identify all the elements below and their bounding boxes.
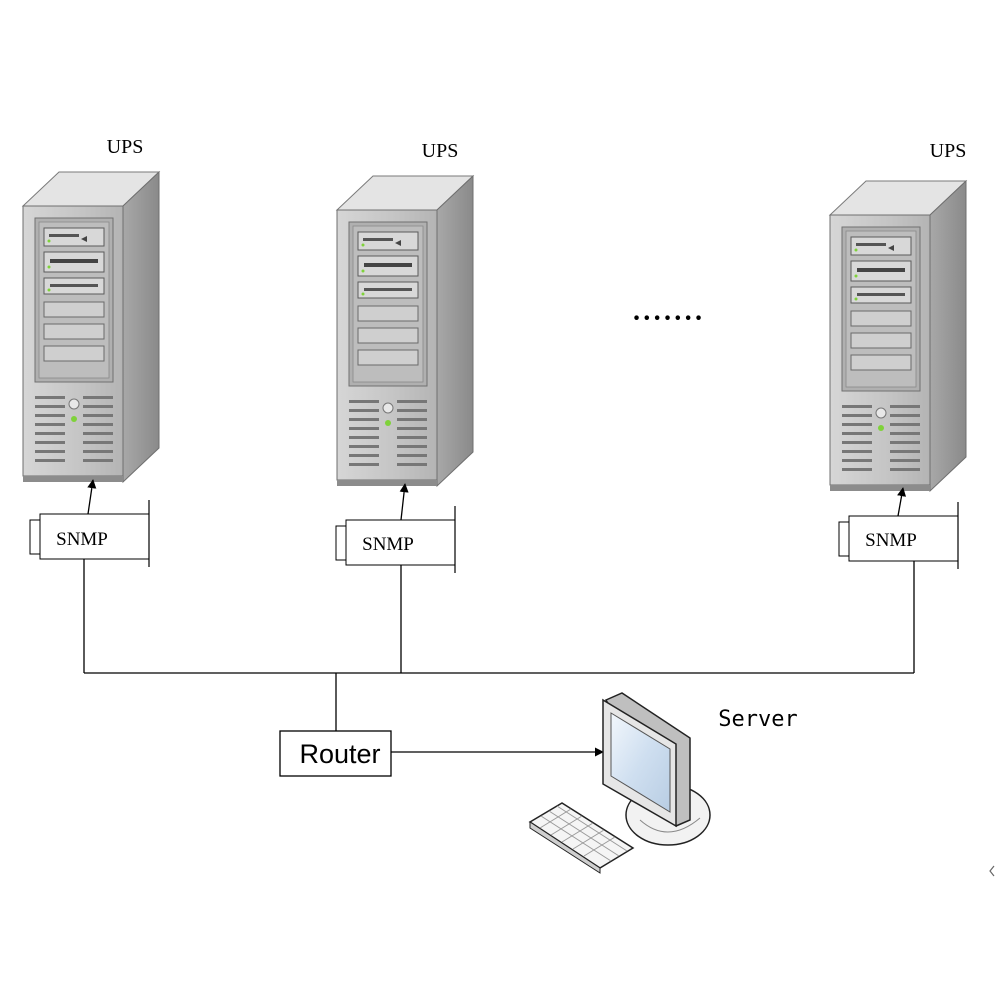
snmp-label: SNMP	[362, 534, 414, 555]
chevron-left-icon	[989, 865, 995, 877]
snmp-to-ups-arrow	[897, 487, 907, 517]
tower-label: UPS	[422, 140, 459, 162]
ups-tower-2: UPS	[336, 140, 474, 487]
server-tower-icon	[336, 175, 474, 487]
snmp-module-3: SNMP	[838, 502, 959, 569]
network-bus	[83, 559, 915, 731]
server-tower-icon	[22, 171, 160, 483]
router-box: Router	[279, 730, 392, 777]
tower-label: UPS	[107, 136, 144, 158]
tower-label: UPS	[930, 140, 967, 162]
ups-tower-3: UPS	[829, 140, 967, 492]
server-tower-icon	[829, 180, 967, 492]
snmp-to-ups-arrow	[399, 483, 409, 521]
more-devices-ellipsis: ·······	[632, 303, 704, 334]
computer-icon	[528, 692, 711, 874]
snmp-label: SNMP	[865, 530, 917, 551]
snmp-label: SNMP	[56, 529, 108, 550]
router-label: Router	[299, 739, 380, 769]
snmp-to-ups-arrow	[87, 479, 97, 515]
snmp-module-1: SNMP	[29, 500, 150, 567]
server-label: Server	[718, 707, 797, 732]
snmp-module-2: SNMP	[335, 506, 456, 573]
ups-tower-1: UPS	[22, 136, 160, 483]
